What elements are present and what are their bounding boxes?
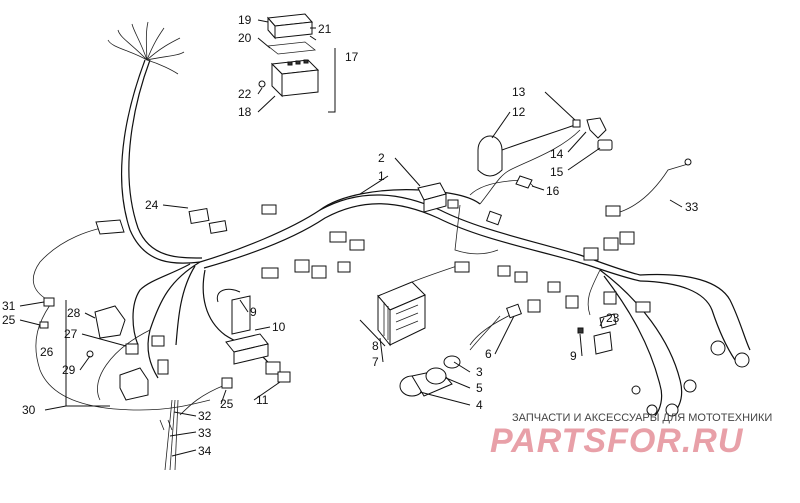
watermark-subtitle: ЗАПЧАСТИ И АКСЕССУАРЫ ДЛЯ МОТОТЕХНИКИ — [512, 412, 772, 424]
part-label: 11 — [256, 393, 269, 407]
part-label: 7 — [372, 355, 379, 369]
part-label: 20 — [238, 31, 252, 45]
part-label: 31 — [2, 299, 16, 313]
part-label: 28 — [67, 306, 81, 320]
part-label: 5 — [476, 381, 483, 395]
part-label: 21 — [318, 22, 332, 36]
fuse-box-assembly — [258, 13, 336, 113]
part-label: 15 — [550, 165, 564, 179]
part-label: 8 — [372, 339, 379, 353]
part-label: 14 — [550, 147, 564, 161]
part-label: 13 — [512, 85, 526, 99]
part-labels: 19 21 20 17 22 18 13 12 14 15 2 1 16 24 … — [2, 13, 699, 458]
watermark: ЗАПЧАСТИ И АКСЕССУАРЫ ДЛЯ МОТОТЕХНИКИ PA… — [490, 412, 772, 460]
part-label: 1 — [378, 169, 385, 183]
part-label: 34 — [198, 444, 212, 458]
part-label: 25 — [220, 397, 234, 411]
part-label: 3 — [476, 365, 483, 379]
watermark-brand: PARTSFOR.RU — [490, 422, 744, 460]
part-label: 16 — [546, 184, 560, 198]
part-label: 10 — [272, 320, 286, 334]
part-label: 18 — [238, 105, 252, 119]
part-label: 19 — [238, 13, 252, 27]
part-label: 25 — [2, 313, 16, 327]
part-label: 29 — [62, 363, 76, 377]
leader-lines — [19, 19, 683, 457]
part-label: 27 — [64, 327, 78, 341]
part-label: 4 — [476, 398, 483, 412]
part-label: 12 — [512, 105, 526, 119]
part-label: 33 — [198, 426, 212, 440]
part-label: 17 — [345, 50, 359, 64]
components — [39, 117, 750, 431]
main-harness — [32, 21, 751, 471]
part-label: 30 — [22, 403, 36, 417]
part-label: 9 — [570, 349, 577, 363]
part-label: 33 — [685, 200, 699, 214]
part-label: 24 — [145, 198, 159, 212]
part-label: 6 — [485, 347, 492, 361]
part-label: 32 — [198, 409, 212, 423]
part-label: 2 — [378, 151, 385, 165]
part-label: 22 — [238, 87, 252, 101]
part-label: 23 — [606, 311, 620, 325]
part-label: 26 — [40, 345, 54, 359]
part-label: 9 — [250, 305, 257, 319]
